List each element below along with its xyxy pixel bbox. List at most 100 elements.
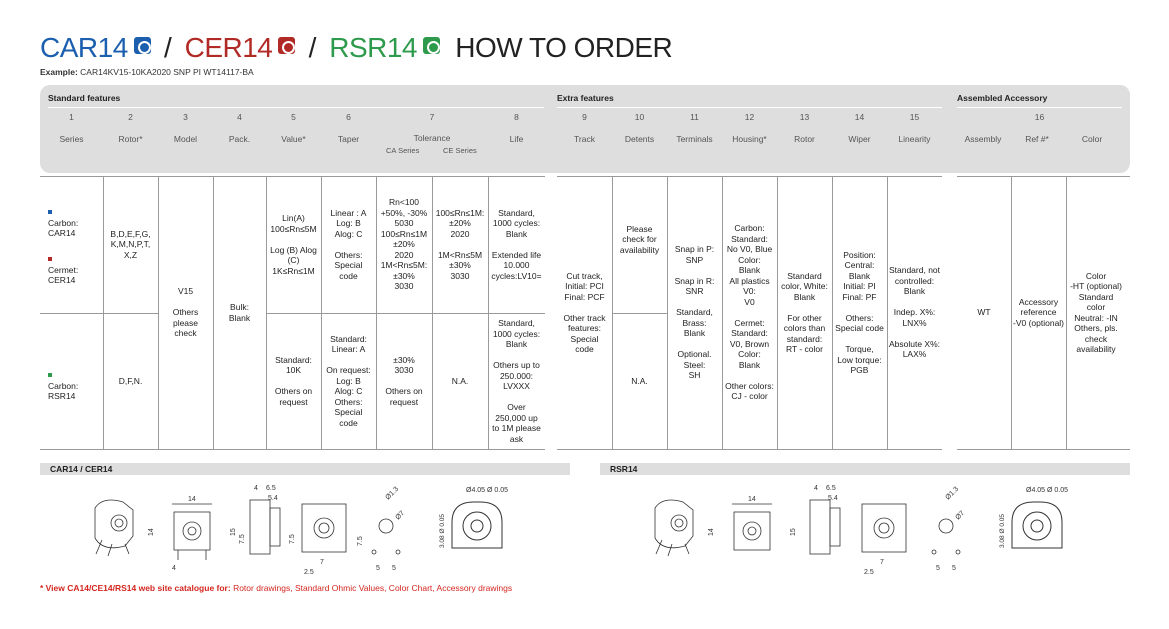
column-divider	[158, 176, 159, 449]
header-divider	[557, 107, 942, 108]
column-divider	[612, 176, 613, 449]
column-number: 12	[744, 112, 755, 122]
series-text: Carbon:CAR14	[48, 217, 79, 239]
row-split	[103, 313, 158, 314]
section-rsr14: RSR14	[600, 463, 1130, 475]
page-title: CAR14 / CER14 / RSR14 HOW TO ORDER	[40, 32, 673, 64]
cer14-red-icon	[278, 37, 296, 54]
product-3d-sketch	[654, 499, 694, 557]
title-car14: CAR14	[40, 32, 128, 63]
dim-3-08: 3.08 Ø 0.05	[999, 514, 1006, 548]
footer-bold: * View CA14/CE14/RS14 web site catalogue…	[40, 583, 231, 593]
table-top-rule	[40, 176, 545, 177]
cell-tol-ce-top: 100≤Rn≤1M:±20%2020 1M<Rn≤5M±30%3030	[435, 207, 485, 281]
column-divider	[488, 176, 489, 449]
column-divider	[1011, 176, 1012, 449]
table-header-box	[40, 85, 1130, 173]
column-label: Detents	[624, 134, 655, 144]
dim-14-vertical: 14	[708, 528, 715, 536]
dim-7: 7	[880, 559, 884, 566]
top-view-drawing: 7 2.5 7.5	[289, 503, 347, 576]
title-rsr14: RSR14	[329, 32, 417, 63]
dim-2-5: 2.5	[864, 569, 874, 576]
dim-5b: 5	[952, 565, 956, 572]
rotor-detail-drawing: Ø4.05 Ø 0.05 3.08 Ø 0.05	[439, 487, 508, 549]
title-cer14: CER14	[184, 32, 273, 63]
column-divider	[722, 176, 723, 449]
column-number: 16	[1034, 112, 1045, 122]
dim-15: 15	[230, 528, 237, 536]
column-label: Rotor	[794, 134, 815, 144]
dim-14: 14	[188, 496, 196, 503]
column-number: 9	[582, 112, 587, 122]
cell-rotor-bottom: D,F,N.	[118, 375, 143, 386]
column-label: Model	[173, 134, 198, 144]
col-color: Color	[1081, 134, 1103, 144]
group-assembled-accessory: Assembled Accessory	[957, 93, 1048, 103]
table-top-rule	[557, 176, 942, 177]
top-view-drawing: 7 2.5	[861, 503, 907, 576]
group-extra-features: Extra features	[557, 93, 614, 103]
dim-5b: 5	[392, 565, 396, 572]
series-carbon-rsr14: Carbon:RSR14	[48, 370, 78, 402]
column-divider	[832, 176, 833, 449]
column-divider	[321, 176, 322, 449]
dim-6-5: 6.5	[826, 485, 836, 492]
dim-dia-4-05: Ø4.05 Ø 0.05	[1026, 487, 1068, 494]
column-number: 11	[690, 112, 699, 122]
dim-dia-7: Ø7	[394, 510, 406, 522]
column-divider	[1066, 176, 1067, 449]
cell-rotor-top: B,D,E,F,G,K,M,N,P,T,X,Z	[110, 228, 151, 260]
table-bottom-rule	[40, 449, 545, 450]
series-text: Cermet:CER14	[48, 264, 79, 286]
row-split	[40, 313, 103, 314]
tolerance-ce-series: CE Series	[443, 146, 477, 155]
table-bottom-rule	[957, 449, 1130, 450]
dim-5a: 5	[936, 565, 940, 572]
dim-dia-1-3: Ø1.3	[384, 486, 400, 502]
column-number: 15	[909, 112, 920, 122]
dim-dia-1-3: Ø1.3	[944, 486, 960, 502]
green-square-icon	[48, 373, 52, 377]
example-label: Example:	[40, 67, 78, 77]
series-carbon-car14: Carbon:CAR14	[48, 207, 78, 239]
column-number: 6	[346, 112, 351, 122]
column-label: Track	[574, 134, 595, 144]
column-label: Linearity	[898, 134, 931, 144]
dim-3-08: 3.08 Ø 0.05	[439, 514, 446, 548]
column-number: 4	[237, 112, 242, 122]
column-divider	[213, 176, 214, 449]
dim-2-5: 2.5	[304, 569, 314, 576]
example-line: Example: CAR14KV15-10KA2020 SNP PI WT141…	[40, 67, 254, 77]
car14-cer14-technical-drawings: 14 14 4 4 6.5 5.4 15 7.5 7 2.5 7.5 Ø1.3 …	[94, 485, 508, 576]
side-view-drawing: 4 6.5 5.4 15 7.5	[230, 485, 281, 555]
column-label: Taper	[337, 134, 360, 144]
footer-note: * View CA14/CE14/RS14 web site catalogue…	[40, 583, 512, 593]
dim-dia-7: Ø7	[954, 510, 966, 522]
column-label: Terminals	[676, 134, 713, 144]
column-number: 7	[429, 112, 435, 122]
dim-6-5: 6.5	[266, 485, 276, 492]
column-divider	[777, 176, 778, 449]
dim-7-5b: 7.5	[289, 534, 296, 544]
series-text: Carbon:RSR14	[48, 380, 79, 402]
dim-5a: 5	[376, 565, 380, 572]
dim-7: 7	[320, 559, 324, 566]
column-label: Housing*	[732, 134, 767, 144]
column-label: Rotor*	[118, 134, 143, 144]
dim-dia-4-05: Ø4.05 Ø 0.05	[466, 487, 508, 494]
column-divider	[266, 176, 267, 449]
pcb-layout-drawing: Ø1.3 Ø7 5 5	[931, 486, 966, 572]
column-label: Value*	[281, 134, 306, 144]
column-number: 8	[514, 112, 519, 122]
rsr14-technical-drawings: 14 14 4 6.5 5.4 15 7 2.5 Ø1.3 Ø7 5 5 Ø4.…	[654, 485, 1068, 576]
dim-15: 15	[790, 528, 797, 536]
